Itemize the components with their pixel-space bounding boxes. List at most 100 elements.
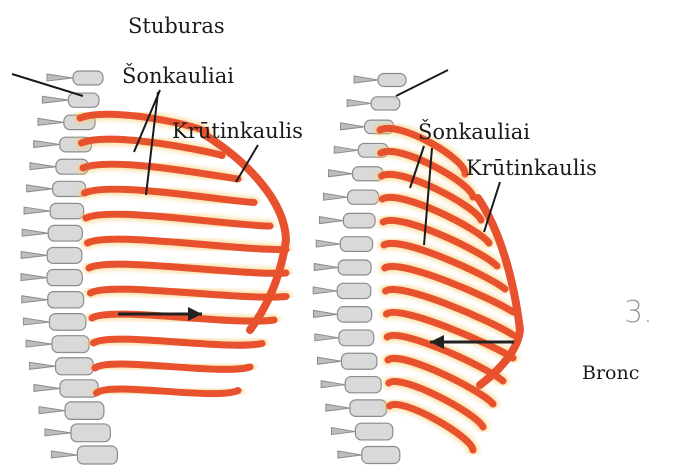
vertebra-process	[22, 296, 48, 303]
vertebra-body	[355, 423, 392, 440]
vertebra	[313, 307, 371, 323]
rib	[95, 364, 250, 369]
vertebra-body	[47, 247, 82, 263]
truncated-label: Bronc	[582, 362, 639, 384]
vertebra-body	[362, 447, 400, 464]
vertebra	[47, 71, 103, 85]
vertebra	[316, 237, 372, 252]
vertebra-process	[314, 264, 338, 271]
vertebra-body	[345, 377, 381, 393]
vertebra-process	[334, 146, 358, 153]
vertebra-process	[22, 229, 48, 236]
vertebra-body	[52, 336, 89, 353]
vertebra-process	[326, 404, 350, 411]
vertebra-body	[337, 283, 371, 298]
vertebra	[313, 283, 371, 298]
sternum-label-left: Krūtinkaulis	[172, 119, 303, 143]
vertebra-process	[316, 240, 340, 247]
vertebra	[21, 247, 82, 263]
vertebra-body	[68, 93, 99, 107]
vertebra-body	[48, 225, 82, 241]
vertebra-process	[338, 451, 362, 458]
ribs-label-left: Šonkauliai	[122, 64, 234, 88]
vertebra-body	[49, 314, 85, 331]
vertebra-body	[73, 71, 103, 85]
vertebra-body	[371, 97, 400, 110]
vertebra	[314, 260, 371, 275]
vertebra	[324, 190, 379, 204]
vertebra-process	[47, 74, 73, 81]
vertebra-body	[71, 424, 110, 442]
vertebra-process	[34, 384, 60, 391]
vertebra-process	[21, 251, 47, 258]
vertebra	[354, 74, 406, 87]
vertebra-body	[340, 237, 372, 252]
vertebra-body	[338, 260, 371, 275]
vertebra-process	[354, 76, 378, 83]
vertebra	[326, 400, 387, 417]
vertebra-process	[34, 141, 60, 148]
vertebra-process	[331, 428, 355, 435]
vertebra	[22, 292, 84, 308]
vertebra	[22, 225, 82, 241]
vertebra-body	[341, 353, 377, 369]
vertebra-process	[324, 193, 348, 200]
vertebra-process	[347, 99, 371, 106]
vertebra	[338, 447, 400, 464]
rib	[86, 214, 270, 226]
ribs	[80, 114, 286, 393]
vertebra	[317, 353, 377, 369]
vertebra	[30, 358, 94, 375]
vertebra	[331, 423, 392, 440]
vertebra-process	[45, 429, 71, 436]
vertebra	[34, 380, 98, 397]
vertebra	[319, 213, 375, 228]
vertebra-process	[39, 407, 65, 414]
vertebra-body	[337, 307, 371, 323]
vertebra	[39, 402, 104, 420]
vertebra-process	[319, 217, 343, 224]
rib	[85, 189, 255, 202]
vertebra	[315, 330, 374, 346]
rib	[89, 264, 286, 273]
handwritten-number: 3.	[624, 295, 653, 330]
spine-label: Stuburas	[128, 14, 225, 38]
vertebra-process	[26, 340, 52, 347]
vertebra-body	[77, 446, 117, 464]
vertebra-process	[38, 118, 64, 125]
vertebra-body	[50, 203, 84, 218]
vertebra-process	[313, 287, 337, 294]
vertebra	[347, 97, 400, 110]
vertebra-process	[329, 170, 353, 177]
rib	[94, 339, 263, 345]
rib	[91, 289, 287, 297]
vertebra-process	[313, 310, 337, 317]
rib	[88, 239, 287, 249]
vertebra	[321, 377, 381, 393]
vertebra-process	[321, 381, 345, 388]
vertebra-process	[24, 207, 50, 214]
vertebra-body	[56, 358, 94, 375]
vertebra	[23, 314, 85, 331]
vertebra-body	[47, 270, 82, 286]
vertebra	[26, 336, 89, 353]
rib	[97, 389, 239, 394]
rib	[83, 164, 238, 179]
vertebra-process	[27, 185, 53, 192]
vertebra-process	[42, 96, 68, 103]
vertebra-body	[343, 213, 375, 228]
vertebra-body	[65, 402, 104, 420]
vertebra	[42, 93, 99, 107]
vertebra-process	[21, 274, 47, 281]
vertebra	[51, 446, 117, 464]
vertebra	[21, 270, 82, 286]
vertebra-process	[51, 451, 77, 458]
vertebra-body	[350, 400, 387, 417]
vertebra-body	[48, 292, 84, 308]
vertebra-process	[341, 123, 365, 130]
vertebra-process	[317, 357, 341, 364]
vertebra-body	[378, 74, 406, 87]
sternum-label-right: Krūtinkaulis	[466, 156, 597, 180]
vertebra-process	[30, 362, 56, 369]
